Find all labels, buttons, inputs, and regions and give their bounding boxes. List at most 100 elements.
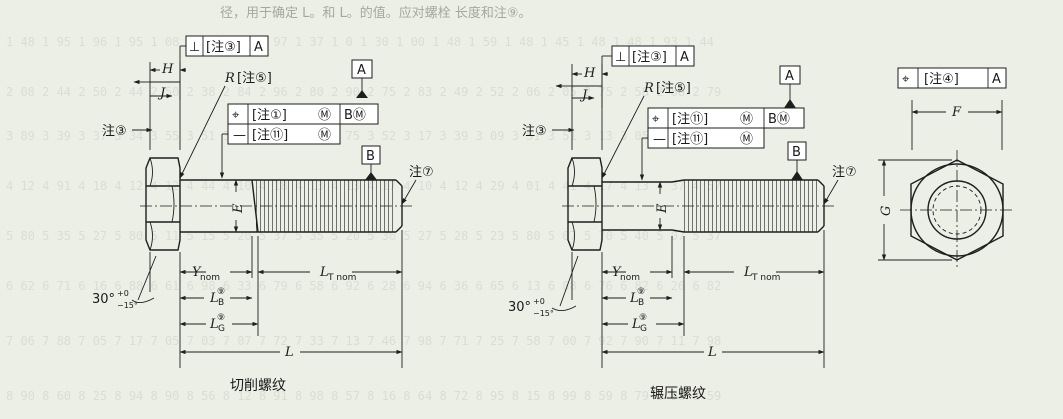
fcf-datum: A xyxy=(254,40,263,55)
lower-dimensions: Y nom L T nom L B ⑨ L G ⑨ L xyxy=(601,230,825,368)
hex-end-view xyxy=(900,150,1014,270)
top-bleed-text: 径，用于确定 L。和 L。的值。应对螺栓 长度和注⑨。 xyxy=(220,5,532,21)
position-symbol: ⌖ xyxy=(652,112,660,127)
dim-y-sub: nom xyxy=(620,273,640,283)
dim-lb-sub: B xyxy=(218,298,224,308)
radius-note: [注⑤] xyxy=(237,71,272,86)
dim-l-label: L xyxy=(284,345,294,360)
datum-b-label: B xyxy=(792,145,801,160)
note3-callout: 注③ xyxy=(102,124,153,139)
svg-text:7 06 7 88 7 05 7 17 7 05 7 03: 7 06 7 88 7 05 7 17 7 05 7 03 7 07 7 72 … xyxy=(6,334,721,348)
dim-e-label: E xyxy=(231,203,246,214)
angle-label: 30° xyxy=(92,292,115,307)
dim-h-j: H J xyxy=(555,64,608,150)
angle-tol-up: +0 xyxy=(117,289,129,298)
dim-lt-label: L xyxy=(743,265,753,280)
position-symbol: ⌖ xyxy=(902,72,910,87)
radius-label: R xyxy=(224,71,235,86)
dim-lg-sup: ⑨ xyxy=(217,313,225,323)
fcf-pos-note: [注①] xyxy=(252,108,287,123)
note3-callout: 注③ xyxy=(522,124,575,139)
datum-b: B xyxy=(787,141,807,180)
dim-h-label: H xyxy=(583,66,596,81)
dim-e: E xyxy=(231,179,246,233)
dim-lt-label: L xyxy=(319,265,329,280)
dim-j-label: J xyxy=(579,88,588,103)
angle-tol-lo: −15° xyxy=(117,301,138,310)
datum-a-label: A xyxy=(357,63,366,78)
radius-callout: R [注⑤] xyxy=(179,71,272,179)
angle-label: 30° xyxy=(508,300,531,315)
dim-lg-sub: G xyxy=(218,324,225,334)
svg-text:1 48 1 95 1 96 1 95 1 08 1 01: 1 48 1 95 1 96 1 95 1 08 1 01 1 17 1 97 … xyxy=(6,35,714,49)
position-symbol: ⌖ xyxy=(232,108,240,123)
datum-b-label: B xyxy=(366,149,375,164)
radius-callout: R [注⑤] xyxy=(601,81,691,179)
dim-j-label: J xyxy=(157,86,166,101)
perpendicularity-symbol: ⊥ xyxy=(189,40,200,55)
fcf-pos-note: [注⑪] xyxy=(672,112,708,127)
fcf-note: [注③] xyxy=(632,50,667,65)
fcf-position-straightness: ⌖ [注①] Ⓜ BⓂ — [注⑪] Ⓜ xyxy=(219,103,379,179)
dim-y-sub: nom xyxy=(200,273,220,283)
fcf-str-note: [注⑪] xyxy=(252,128,288,143)
svg-text:6 62 6 71 6 16 6 88 6 61 6 98: 6 62 6 71 6 16 6 88 6 61 6 98 6 33 6 79 … xyxy=(6,279,721,293)
note7-callout: 注⑦ xyxy=(823,165,857,205)
dim-lg-label: L xyxy=(209,317,219,332)
datum-a-label: A xyxy=(785,69,794,84)
fcf-str-mod: Ⓜ xyxy=(318,128,331,143)
fcf-position-end: ⌖ [注④] A xyxy=(897,67,1007,89)
dim-lg-sub: G xyxy=(640,324,647,334)
dim-lb-sup: ⑨ xyxy=(217,287,225,297)
lower-dimensions: Y nom L T nom L B ⑨ L G ⑨ L xyxy=(179,230,403,368)
left-view-cut-thread: ⊥ [注③] A H J R [注⑤] 注③ xyxy=(92,35,434,394)
dim-h-j: H J xyxy=(133,62,186,150)
datum-a: A xyxy=(351,59,373,98)
dim-lg-sup: ⑨ xyxy=(639,313,647,323)
note7-label: 注⑦ xyxy=(832,165,857,180)
datum-b: B xyxy=(361,145,381,180)
svg-text:8 90 8 60 8 25 8 94 8 90 8 56: 8 90 8 60 8 25 8 94 8 90 8 56 8 12 8 91 … xyxy=(6,389,721,403)
dim-f: F xyxy=(911,100,1003,150)
perpendicularity-symbol: ⊥ xyxy=(615,50,626,65)
bolt-head xyxy=(145,157,181,251)
dim-f-label: F xyxy=(951,105,962,120)
dim-h-label: H xyxy=(161,62,174,77)
fcf-position-straightness: ⌖ [注⑪] Ⓜ BⓂ — [注⑪] Ⓜ xyxy=(639,107,805,181)
svg-text:3 89 3 39 3 37 3 34 3 55 3 51: 3 89 3 39 3 37 3 34 3 55 3 51 3 37 3 77 … xyxy=(6,129,721,143)
dim-lb-label: L xyxy=(629,291,639,306)
dim-lb-sup: ⑨ xyxy=(637,287,645,297)
fcf-pos-mod: Ⓜ xyxy=(318,108,331,123)
note3-label: 注③ xyxy=(522,124,547,139)
fcf-str-note: [注⑪] xyxy=(672,132,708,147)
fcf-note: [注④] xyxy=(924,72,959,87)
dim-lt-sub: T nom xyxy=(751,273,780,283)
angle-tol-lo: −15° xyxy=(533,309,554,318)
caption-rolled-thread: 辗压螺纹 xyxy=(650,385,706,402)
fcf-pos-mod: Ⓜ xyxy=(740,112,753,127)
dim-g: G xyxy=(878,159,952,261)
dim-y-label: Y xyxy=(192,265,202,280)
chamfer-angle: 30° +0 −15° xyxy=(508,252,579,318)
fcf-datum: A xyxy=(680,50,689,65)
radius-label: R xyxy=(643,81,654,96)
chamfer-angle: 30° +0 −15° xyxy=(92,252,157,310)
svg-text:2 08 2 44 2 50 2 44 2 50 2 38: 2 08 2 44 2 50 2 44 2 50 2 38 2 84 2 96 … xyxy=(6,85,721,99)
dim-lt-sub: T nom xyxy=(327,273,356,283)
dim-g-label: G xyxy=(879,206,894,216)
fcf-str-mod: Ⓜ xyxy=(740,132,753,147)
note7-label: 注⑦ xyxy=(409,165,434,180)
right-view-hex-end: ⌖ [注④] A F G xyxy=(878,67,1014,270)
fcf-datum: A xyxy=(992,72,1001,87)
dim-lb-label: L xyxy=(209,291,219,306)
bolt-shank xyxy=(180,179,252,233)
datum-a: A xyxy=(779,65,801,108)
note7-callout: 注⑦ xyxy=(401,165,434,205)
fcf-pos-datum: BⓂ xyxy=(344,108,366,123)
fcf-pos-datum: BⓂ xyxy=(768,112,790,127)
radius-note: [注⑤] xyxy=(656,81,691,96)
dim-lb-sub: B xyxy=(638,298,644,308)
dim-y-label: Y xyxy=(612,265,622,280)
